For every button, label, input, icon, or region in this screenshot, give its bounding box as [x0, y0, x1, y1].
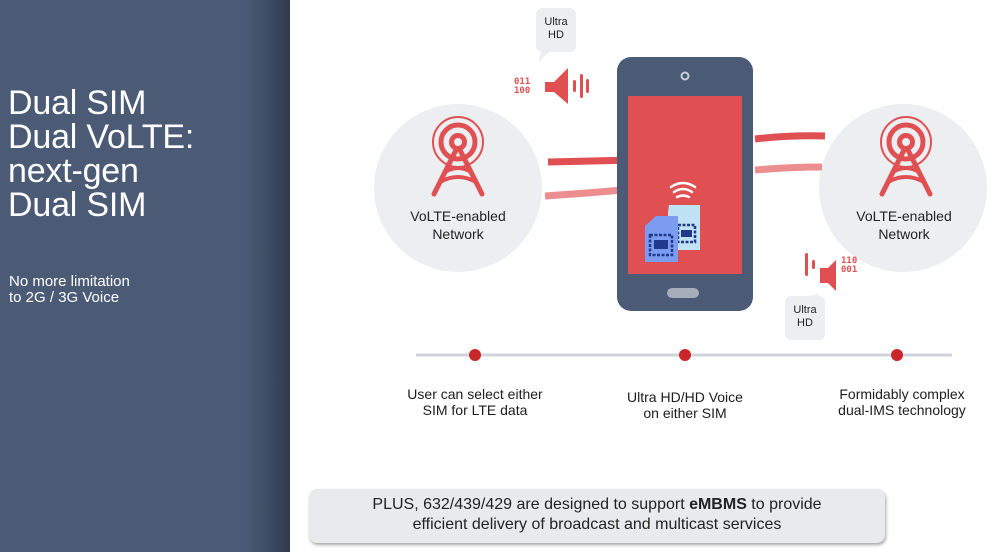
sim-card-icon [645, 216, 678, 262]
feature-line: on either SIM [643, 405, 727, 421]
feature-line: dual-IMS technology [838, 402, 966, 418]
ultra-hd-bubble-top [536, 8, 576, 62]
label-line: VoLTE-enabled [856, 208, 952, 224]
cell-tower-icon [431, 116, 485, 197]
callout-text: to provide [746, 496, 822, 513]
ultra-hd-label-top: Ultra HD [535, 16, 577, 42]
diagram-graphics [374, 8, 987, 361]
callout-text: PLUS, 632/439/429 are designed to suppor… [372, 496, 690, 513]
feature-lte-data: User can select either SIM for LTE data [380, 386, 570, 418]
bubble-line: Ultra [793, 304, 817, 316]
subtitle-line: No more limitation [9, 273, 130, 290]
title-line: Dual SIM [8, 186, 147, 224]
label-line: Network [432, 226, 484, 242]
right-connection-line-2 [754, 163, 823, 174]
bubble-line: Ultra [544, 16, 568, 28]
timeline-dot [679, 349, 691, 361]
page-title: Dual SIM Dual VoLTE: next-gen Dual SIM [8, 86, 194, 222]
sidebar-panel: Dual SIM Dual VoLTE: next-gen Dual SIM N… [0, 0, 290, 552]
title-line: Dual SIM [8, 84, 147, 122]
feature-hd-voice: Ultra HD/HD Voice on either SIM [590, 389, 780, 421]
ultra-hd-label-bottom: Ultra HD [784, 304, 826, 330]
timeline-dot [891, 349, 903, 361]
callout-line-1: PLUS, 632/439/429 are designed to suppor… [309, 495, 885, 515]
feature-line: User can select either [407, 386, 543, 402]
bits-line: 100 [514, 86, 531, 96]
left-network-label: VoLTE-enabled Network [378, 207, 538, 243]
bubble-line: HD [548, 29, 564, 41]
label-line: Network [878, 226, 930, 242]
embms-callout: PLUS, 632/439/429 are designed to suppor… [309, 489, 885, 543]
speaker-icon [545, 68, 589, 104]
bits-line: 001 [841, 265, 858, 275]
feature-line: Formidably complex [839, 386, 965, 402]
callout-bold-term: eMBMS [689, 496, 747, 513]
timeline-dot [469, 349, 481, 361]
bits-line: 110 [841, 256, 858, 266]
left-network-circle [374, 104, 542, 272]
feature-line: Ultra HD/HD Voice [627, 389, 743, 405]
subtitle-line: to 2G / 3G Voice [9, 289, 120, 306]
dual-volte-diagram: VoLTE-enabled Network VoLTE-enabled Netw… [290, 0, 1000, 552]
bits-line: 011 [514, 77, 531, 87]
wifi-signal-icon [669, 181, 697, 199]
right-connection-line-1 [754, 132, 826, 143]
callout-line-2: efficient delivery of broadcast and mult… [412, 516, 782, 533]
label-line: VoLTE-enabled [410, 208, 506, 224]
page-subtitle: No more limitation to 2G / 3G Voice [9, 274, 130, 306]
right-network-label: VoLTE-enabled Network [824, 207, 984, 243]
right-network-circle [819, 104, 987, 272]
title-line: Dual VoLTE: [8, 118, 195, 156]
feature-dual-ims: Formidably complex dual-IMS technology [807, 386, 997, 418]
ultra-hd-bubble-bottom [785, 293, 825, 340]
feature-line: SIM for LTE data [422, 402, 528, 418]
cell-tower-icon [879, 116, 933, 197]
bubble-line: HD [797, 317, 813, 329]
title-line: next-gen [8, 152, 139, 190]
binary-digits-top: 011 100 [514, 78, 530, 96]
binary-digits-bottom: 110 001 [841, 257, 857, 275]
speaker-icon [805, 253, 836, 291]
